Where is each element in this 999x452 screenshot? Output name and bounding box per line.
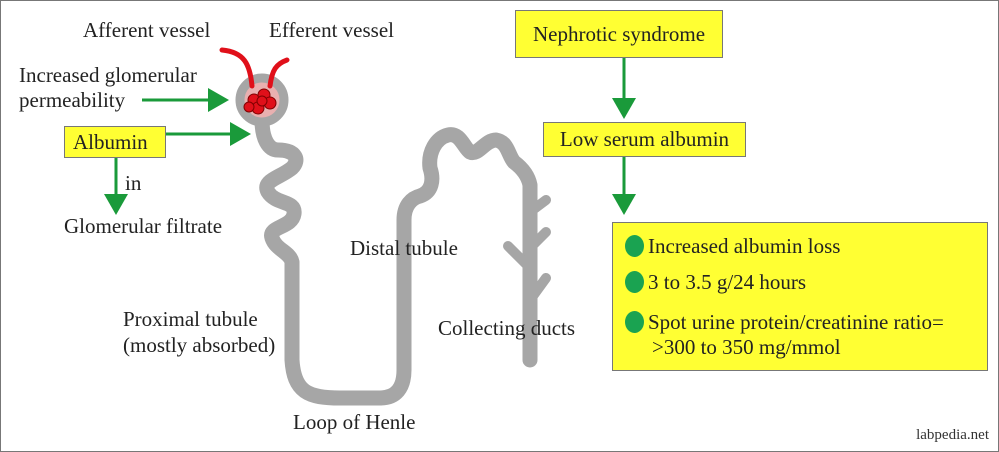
bullet-dot-icon — [625, 235, 644, 258]
in-label: in — [125, 171, 142, 195]
efferent-vessel — [267, 57, 290, 89]
afferent-vessel — [219, 47, 255, 89]
efferent-vessel-label: Efferent vessel — [269, 18, 394, 42]
bullet-dot-icon — [625, 271, 644, 294]
permeability-label-line1: Increased glomerular — [19, 63, 197, 87]
collecting-duct-branches — [503, 195, 551, 305]
loop-of-henle-label: Loop of Henle — [293, 410, 416, 434]
proximal-tubule-label-line2: (mostly absorbed) — [123, 333, 276, 357]
finding-item: Increased albumin loss — [625, 234, 840, 259]
nephron-tubule — [254, 112, 538, 406]
bullet-dot-icon — [625, 311, 644, 334]
finding-item: Spot urine protein/creatinine ratio= — [625, 310, 944, 335]
nephrotic-syndrome-box: Nephrotic syndrome — [515, 10, 723, 58]
glomerular-filtrate-label: Glomerular filtrate — [64, 214, 223, 238]
albumin-label: Albumin — [73, 130, 148, 154]
permeability-label-line2: permeability — [19, 88, 126, 112]
distal-tubule-label: Distal tubule — [350, 236, 458, 260]
afferent-vessel-label: Afferent vessel — [83, 18, 211, 42]
watermark: labpedia.net — [916, 427, 989, 443]
finding-item: 3 to 3.5 g/24 hours — [625, 270, 806, 295]
finding-item-continuation: >300 to 350 mg/mmol — [652, 335, 841, 359]
proximal-tubule-label-line1: Proximal tubule — [123, 307, 258, 331]
low-serum-albumin-box: Low serum albumin — [543, 122, 746, 157]
findings-box: Increased albumin loss 3 to 3.5 g/24 hou… — [612, 222, 988, 371]
collecting-ducts-label: Collecting ducts — [438, 316, 576, 340]
nephrotic-syndrome-label: Nephrotic syndrome — [532, 22, 706, 46]
glomerulus-capillaries — [243, 88, 277, 115]
albumin-box: Albumin — [64, 126, 166, 158]
low-serum-albumin-label: Low serum albumin — [559, 127, 730, 151]
